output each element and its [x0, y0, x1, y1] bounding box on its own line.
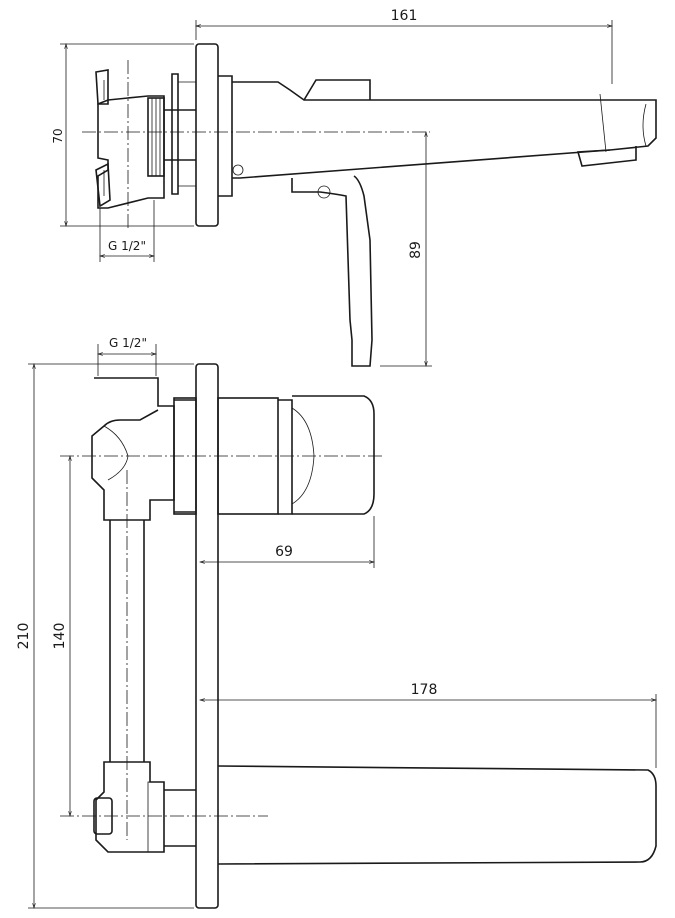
top-connector: [218, 75, 233, 197]
side-pipe: [109, 520, 145, 762]
dim-side-handle-depth: 69: [198, 516, 376, 568]
side-handle: [217, 395, 375, 515]
dim-label-89: 89: [408, 241, 424, 259]
dim-label-140: 140: [52, 623, 68, 650]
dim-top-thread: G 1/2": [98, 200, 156, 262]
dim-label-g12-top: G 1/2": [108, 239, 146, 253]
dim-label-g12-side: G 1/2": [109, 336, 147, 350]
dim-top-lever-drop: 89: [380, 130, 432, 368]
side-upper-body: [91, 377, 197, 521]
top-view: 161 70 G 1/2" 89: [51, 8, 657, 368]
dim-side-inlet-spacing: 140: [52, 454, 72, 818]
dim-label-69: 69: [275, 544, 293, 560]
top-spout: [232, 79, 657, 179]
dim-side-total-height: 210: [16, 362, 194, 910]
dim-label-70: 70: [51, 128, 65, 143]
dim-label-210: 210: [16, 623, 32, 650]
top-lever: [291, 175, 373, 367]
dim-side-thread: G 1/2": [96, 336, 158, 376]
dim-top-body-height: 70: [51, 42, 194, 228]
side-wall-plate: [195, 363, 219, 909]
top-inlet-body: [95, 69, 196, 209]
dim-top-spout-length: 161: [194, 8, 614, 84]
side-lower-body: [93, 761, 196, 853]
side-spout: [217, 765, 657, 865]
dim-side-spout-length: 178: [198, 682, 658, 768]
top-wall-plate: [195, 43, 219, 227]
dim-label-161: 161: [391, 8, 418, 24]
side-view: G 1/2" 210 140 69 178: [16, 336, 658, 910]
dim-label-178: 178: [411, 682, 438, 698]
